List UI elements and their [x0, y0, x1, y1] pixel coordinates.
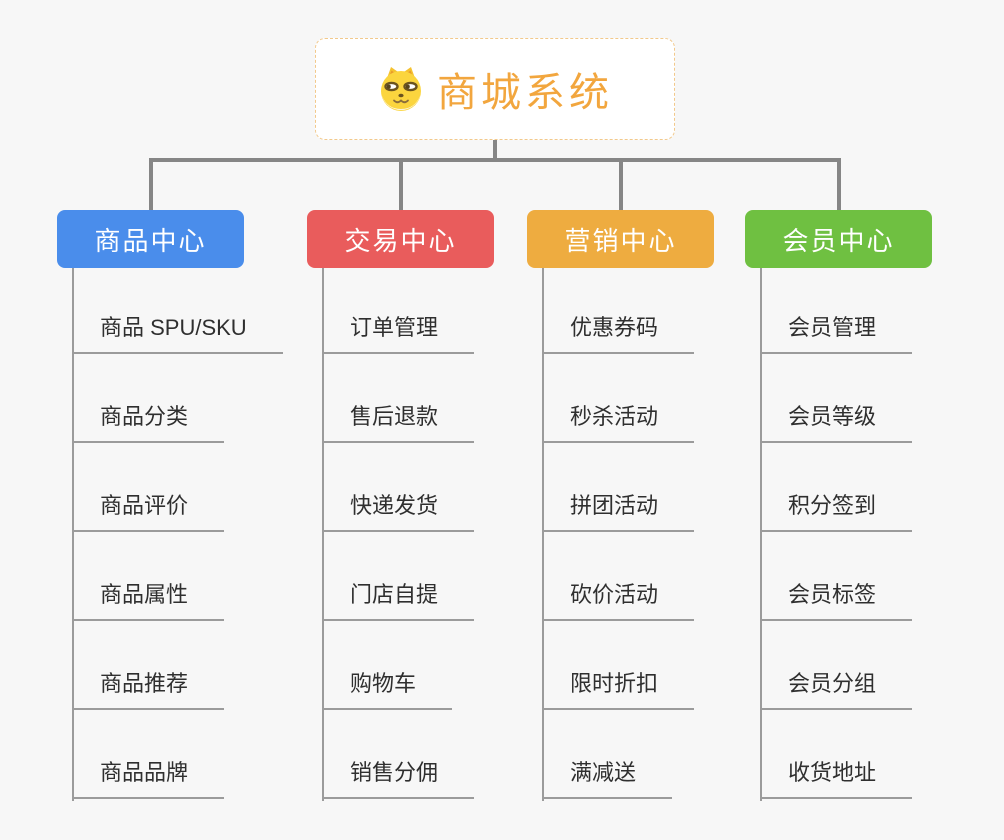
- branch-node-marketing[interactable]: 营销中心: [527, 210, 714, 268]
- branch-node-trade[interactable]: 交易中心: [307, 210, 494, 268]
- leaf-topic[interactable]: 订单管理: [322, 312, 475, 354]
- branch-spine-products: [72, 268, 74, 801]
- connector-drop-marketing: [619, 158, 623, 210]
- branch-spine-trade: [322, 268, 324, 801]
- connector-horizontal-bar: [149, 158, 841, 162]
- root-topic[interactable]: 商城系统: [315, 38, 675, 140]
- leaf-topic[interactable]: 销售分佣: [322, 757, 475, 799]
- leaf-topic[interactable]: 商品推荐: [72, 668, 225, 710]
- leaf-topic[interactable]: 限时折扣: [542, 668, 695, 710]
- leaf-topic[interactable]: 商品属性: [72, 579, 225, 621]
- connector-drop-products: [149, 158, 153, 210]
- connector-root-drop: [493, 140, 497, 162]
- leaf-topic[interactable]: 会员标签: [760, 579, 913, 621]
- leaf-topic[interactable]: 商品品牌: [72, 757, 225, 799]
- dog-face-icon: [381, 67, 421, 111]
- leaf-topic[interactable]: 商品评价: [72, 490, 225, 532]
- leaf-topic[interactable]: 会员管理: [760, 312, 913, 354]
- branch-node-members[interactable]: 会员中心: [745, 210, 932, 268]
- leaf-topic[interactable]: 快递发货: [322, 490, 475, 532]
- leaf-topic[interactable]: 商品 SPU/SKU: [72, 312, 283, 354]
- branch-node-products[interactable]: 商品中心: [57, 210, 244, 268]
- leaf-topic[interactable]: 收货地址: [760, 757, 913, 799]
- leaf-topic[interactable]: 满减送: [542, 757, 673, 799]
- root-topic-label: 商城系统: [437, 71, 613, 115]
- branch-spine-marketing: [542, 268, 544, 801]
- leaf-topic[interactable]: 秒杀活动: [542, 401, 695, 443]
- leaf-topic[interactable]: 售后退款: [322, 401, 475, 443]
- leaf-topic[interactable]: 优惠券码: [542, 312, 695, 354]
- leaf-topic[interactable]: 门店自提: [322, 579, 475, 621]
- leaf-topic[interactable]: 积分签到: [760, 490, 913, 532]
- leaf-topic[interactable]: 会员等级: [760, 401, 913, 443]
- leaf-topic[interactable]: 砍价活动: [542, 579, 695, 621]
- leaf-topic[interactable]: 购物车: [322, 668, 453, 710]
- connector-drop-trade: [399, 158, 403, 210]
- branch-spine-members: [760, 268, 762, 801]
- leaf-topic[interactable]: 商品分类: [72, 401, 225, 443]
- connector-drop-members: [837, 158, 841, 210]
- leaf-topic[interactable]: 会员分组: [760, 668, 913, 710]
- leaf-topic[interactable]: 拼团活动: [542, 490, 695, 532]
